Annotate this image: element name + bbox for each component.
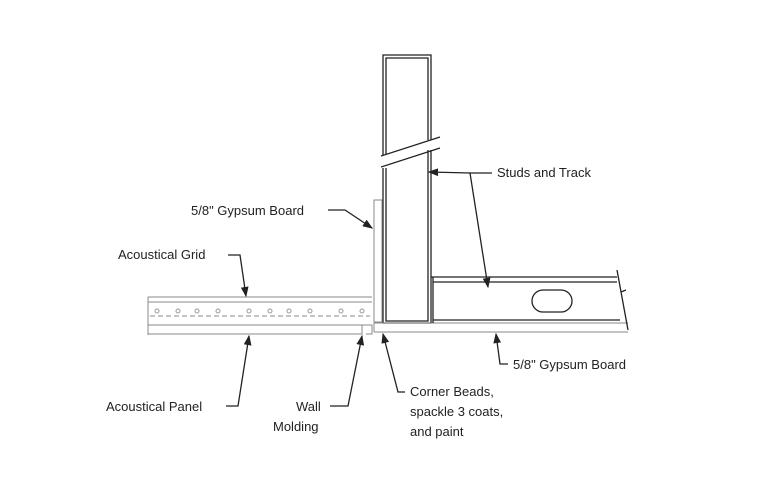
label-acoustical-grid: Acoustical Grid <box>118 247 205 262</box>
wall-molding <box>362 324 373 335</box>
acoustical-grid <box>147 296 372 335</box>
stud <box>380 54 441 324</box>
label-wall-molding-line1: Wall <box>296 399 321 414</box>
track <box>431 269 629 331</box>
leader-lines <box>226 168 508 407</box>
acoustical-panel <box>148 325 363 335</box>
ceiling-gypsum-board <box>373 322 628 333</box>
label-corner-beads-line3: and paint <box>410 424 464 439</box>
track-knockout-oval <box>531 289 573 313</box>
wall-gypsum-board <box>373 199 383 323</box>
label-acoustical-panel: Acoustical Panel <box>106 399 202 414</box>
label-corner-beads-line2: spackle 3 coats, <box>410 404 503 419</box>
label-wall-gypsum-board: 5/8" Gypsum Board <box>191 203 304 218</box>
label-ceiling-gypsum-board: 5/8" Gypsum Board <box>513 357 626 372</box>
label-wall-molding-line2: Molding <box>273 419 319 434</box>
label-studs-and-track: Studs and Track <box>497 165 591 180</box>
label-corner-beads-line1: Corner Beads, <box>410 384 494 399</box>
